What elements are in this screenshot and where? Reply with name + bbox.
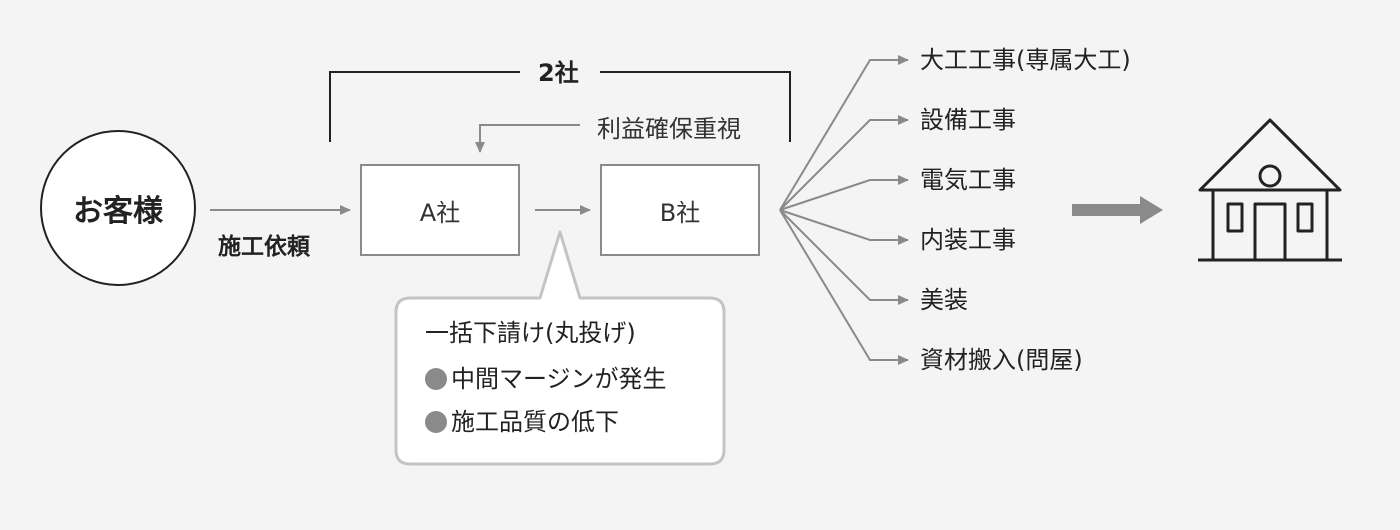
house-icon (1198, 118, 1342, 262)
work-item-naisou: 内装工事 (920, 226, 1016, 254)
bubble-point-text: 中間マージンが発生 (451, 365, 667, 393)
company-b-label: B社 (659, 198, 701, 227)
work-item-setsubi: 設備工事 (920, 106, 1016, 134)
company-a-label: A社 (419, 198, 461, 227)
profit-arrow (475, 124, 580, 153)
two-company-bracket (329, 71, 791, 142)
connector-denki (779, 175, 909, 211)
bullet-dot (425, 411, 447, 433)
connector-shizai (779, 209, 909, 365)
profit-label: 利益確保重視 (597, 115, 741, 143)
request-label: 施工依頼 (218, 234, 310, 260)
work-item-shizai: 資材搬入(問屋) (920, 346, 1083, 374)
work-item-daiku: 大工工事(専属大工) (920, 46, 1131, 74)
work-item-bisou: 美装 (920, 286, 968, 314)
connector-daiku (779, 55, 909, 211)
connector-naisou (779, 209, 909, 245)
company-a-box: A社 (360, 164, 520, 256)
customer-label: お客様 (73, 194, 163, 229)
bubble-point: 中間マージンが発生 (425, 367, 667, 391)
customer-circle: お客様 (40, 130, 196, 286)
bubble-callout (394, 230, 726, 466)
company-b-box: B社 (600, 164, 760, 256)
thick-arrow-icon (1072, 196, 1163, 224)
connector-bisou (779, 209, 909, 305)
work-item-denki: 電気工事 (920, 166, 1016, 194)
bubble-point: 施工品質の低下 (425, 410, 619, 434)
bracket-label: 2社 (538, 59, 579, 87)
bullet-dot (425, 368, 447, 390)
work-connectors (779, 55, 909, 365)
connector-setsubi (779, 115, 909, 211)
bubble-title: 一括下請け(丸投げ) (425, 319, 636, 347)
bubble-point-text: 施工品質の低下 (451, 408, 619, 436)
